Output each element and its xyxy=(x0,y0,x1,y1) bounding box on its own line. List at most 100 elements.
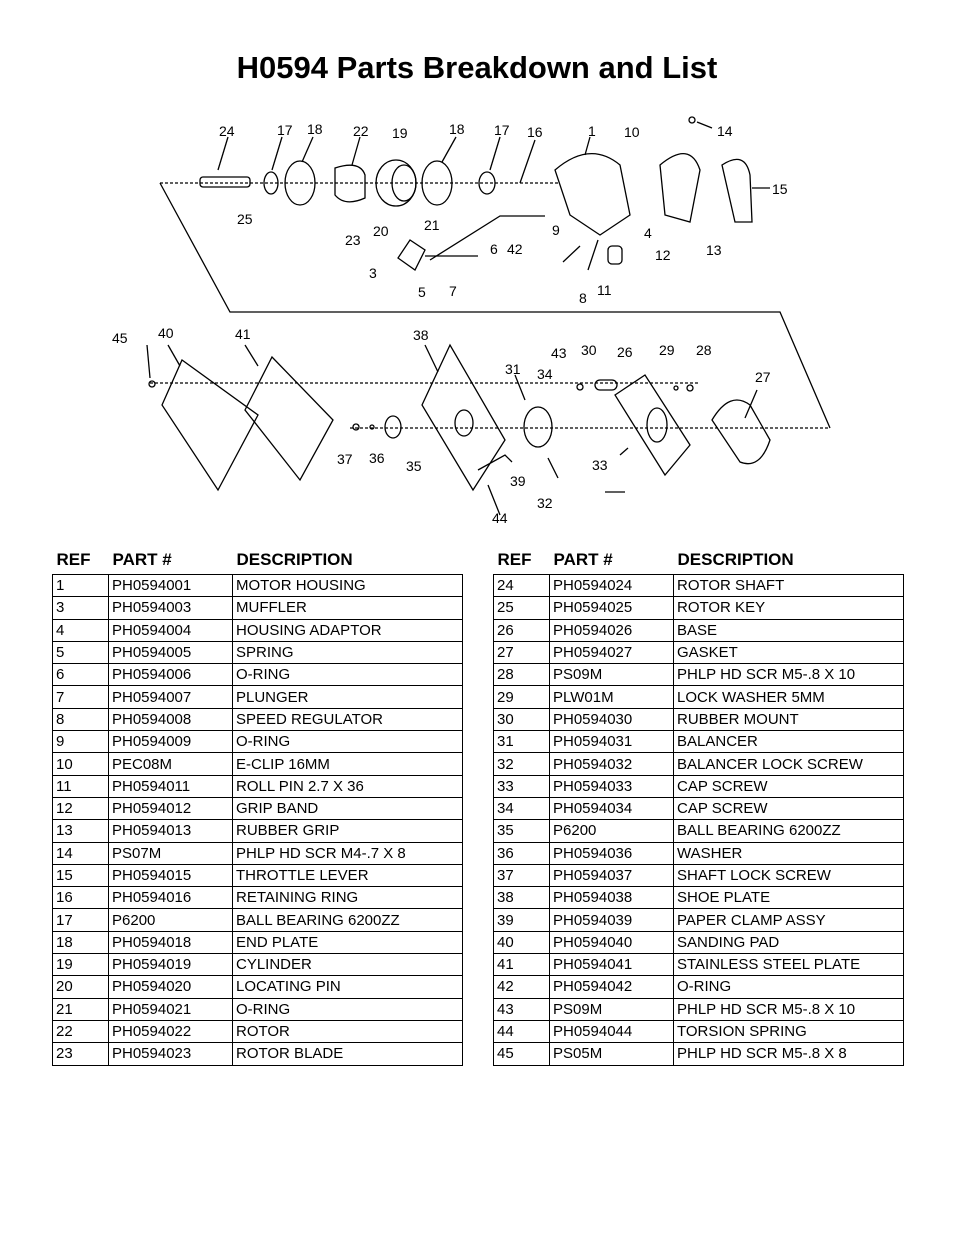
description-cell: END PLATE xyxy=(232,930,463,955)
part-callout: 15 xyxy=(772,181,788,197)
ref-cell: 13 xyxy=(52,819,109,843)
part-callout: 23 xyxy=(345,232,361,248)
ref-cell: 31 xyxy=(493,730,550,754)
description-cell: ROLL PIN 2.7 X 36 xyxy=(232,774,463,798)
description-cell: PHLP HD SCR M5-.8 X 10 xyxy=(673,663,904,687)
part-number-cell: PS09M xyxy=(549,997,674,1021)
part-callout: 41 xyxy=(235,326,251,342)
column-header-part: PART # xyxy=(553,550,613,569)
ref-cell: 27 xyxy=(493,640,550,665)
part-callout: 37 xyxy=(337,451,353,467)
ref-cell: 25 xyxy=(493,596,550,620)
column-header-description: DESCRIPTION xyxy=(677,550,794,569)
ref-cell: 17 xyxy=(52,908,109,932)
ref-cell: 9 xyxy=(52,730,109,754)
description-cell: O-RING xyxy=(232,997,463,1021)
description-cell: RETAINING RING xyxy=(232,886,463,910)
description-cell: SPEED REGULATOR xyxy=(232,707,463,732)
part-number-cell: PH0594037 xyxy=(549,863,674,888)
part-callout: 44 xyxy=(492,510,508,526)
ref-cell: 21 xyxy=(52,997,109,1021)
part-number-cell: PH0594033 xyxy=(549,774,674,798)
ref-cell: 38 xyxy=(493,886,550,910)
ref-cell: 40 xyxy=(493,930,550,955)
description-cell: PHLP HD SCR M4-.7 X 8 xyxy=(232,841,463,865)
part-callout: 21 xyxy=(424,217,440,233)
part-number-cell: PH0594015 xyxy=(108,863,233,888)
part-number-cell: PH0594042 xyxy=(549,975,674,999)
ref-cell: 11 xyxy=(52,774,109,798)
part-callout: 36 xyxy=(369,450,385,466)
ref-cell: 41 xyxy=(493,953,550,977)
part-number-cell: PH0594016 xyxy=(108,886,233,910)
ref-cell: 37 xyxy=(493,863,550,888)
ref-cell: 7 xyxy=(52,685,109,709)
part-number-cell: PH0594025 xyxy=(549,596,674,620)
page-title: H0594 Parts Breakdown and List xyxy=(236,50,718,85)
part-number-cell: PH0594021 xyxy=(108,997,233,1021)
part-number-cell: PH0594039 xyxy=(549,908,674,932)
ref-cell: 3 xyxy=(52,596,109,620)
ref-cell: 24 xyxy=(493,573,550,598)
description-cell: CAP SCREW xyxy=(673,774,904,798)
description-cell: ROTOR KEY xyxy=(673,596,904,620)
description-cell: STAINLESS STEEL PLATE xyxy=(673,953,904,977)
part-callout: 8 xyxy=(579,290,587,306)
ref-cell: 34 xyxy=(493,796,550,821)
description-cell: BASE xyxy=(673,618,904,642)
part-callout: 35 xyxy=(406,458,422,474)
description-cell: PLUNGER xyxy=(232,685,463,709)
part-callout: 34 xyxy=(537,366,553,382)
description-cell: ROTOR xyxy=(232,1019,463,1044)
part-callout: 33 xyxy=(592,457,608,473)
part-number-cell: PH0594020 xyxy=(108,975,233,999)
part-callout: 42 xyxy=(507,241,523,257)
part-number-cell: PH0594038 xyxy=(549,886,674,910)
part-number-cell: PH0594001 xyxy=(108,573,233,598)
description-cell: MUFFLER xyxy=(232,596,463,620)
description-cell: MOTOR HOUSING xyxy=(232,573,463,598)
description-cell: PAPER CLAMP ASSY xyxy=(673,908,904,932)
part-number-cell: PH0594032 xyxy=(549,752,674,776)
description-cell: BALANCER xyxy=(673,730,904,754)
ref-cell: 43 xyxy=(493,997,550,1021)
part-number-cell: PH0594009 xyxy=(108,730,233,754)
part-number-cell: PH0594034 xyxy=(549,796,674,821)
part-number-cell: PH0594012 xyxy=(108,796,233,821)
ref-cell: 14 xyxy=(52,841,109,865)
part-callout: 13 xyxy=(706,242,722,258)
ref-cell: 10 xyxy=(52,752,109,776)
part-callout: 31 xyxy=(505,361,521,377)
part-callout: 3 xyxy=(369,265,377,281)
part-number-cell: PH0594024 xyxy=(549,573,674,598)
description-cell: O-RING xyxy=(673,975,904,999)
ref-cell: 5 xyxy=(52,640,109,665)
part-number-cell: PH0594030 xyxy=(549,707,674,732)
ref-cell: 32 xyxy=(493,752,550,776)
description-cell: BALL BEARING 6200ZZ xyxy=(673,819,904,843)
ref-cell: 6 xyxy=(52,663,109,687)
description-cell: GASKET xyxy=(673,640,904,665)
